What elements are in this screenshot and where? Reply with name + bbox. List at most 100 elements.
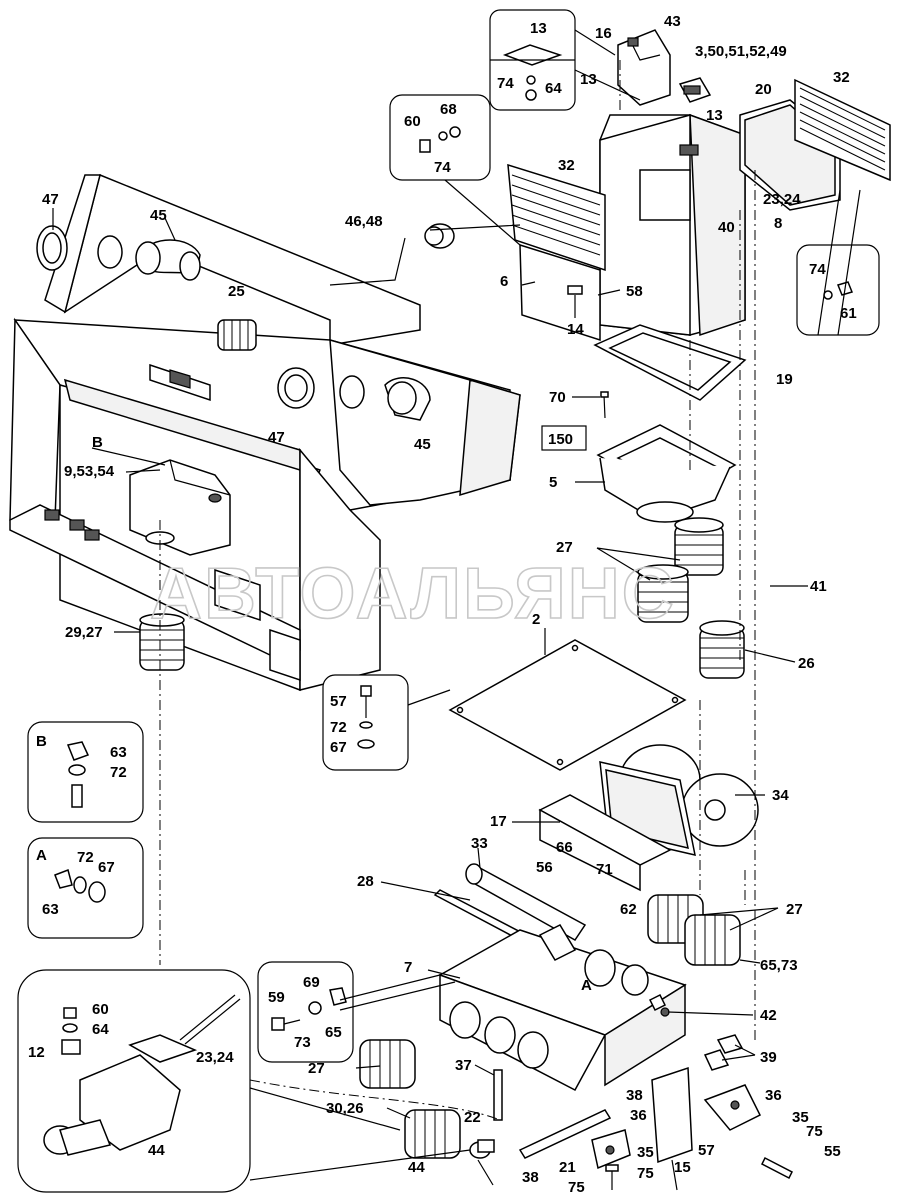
label-62: 62 — [620, 901, 637, 918]
label-68: 68 — [440, 101, 457, 118]
bolt-75 — [605, 1164, 619, 1190]
label-25: 25 — [228, 283, 245, 300]
clip-42 — [648, 993, 667, 1012]
label-41: 41 — [810, 578, 827, 595]
heater-core-33 — [465, 863, 587, 941]
label-34: 34 — [772, 787, 789, 804]
label-26: 26 — [798, 655, 815, 672]
label-a: A — [581, 977, 592, 994]
access-plate-6 — [519, 243, 601, 342]
duct-adapter-5 — [596, 424, 737, 523]
label-33: 33 — [471, 835, 488, 852]
label-5: 5 — [549, 474, 557, 491]
label-b: B — [92, 434, 103, 451]
label-59: 59 — [268, 989, 285, 1006]
label-14: 14 — [567, 321, 584, 338]
label-17: 17 — [490, 813, 507, 830]
label-38-b: 38 — [522, 1169, 539, 1186]
label-16: 16 — [595, 25, 612, 42]
label-73: 73 — [294, 1034, 311, 1051]
label-74-b: 74 — [434, 159, 451, 176]
label-36: 36 — [765, 1087, 782, 1104]
label-58: 58 — [626, 283, 643, 300]
bellows-26 — [699, 620, 745, 679]
label-12: 12 — [28, 1044, 45, 1061]
label-38: 38 — [626, 1087, 643, 1104]
label-75: 75 — [806, 1123, 823, 1140]
label-19: 19 — [776, 371, 793, 388]
detail-box-57-72-67 — [322, 674, 409, 771]
label-40: 40 — [718, 219, 735, 236]
label-63: 63 — [110, 744, 127, 761]
label-57: 57 — [330, 693, 347, 710]
label-32-b: 32 — [558, 157, 575, 174]
label-7: 7 — [404, 959, 412, 976]
label-b-detail: B — [36, 733, 47, 750]
control-lever-unit — [617, 29, 671, 106]
detail-box-a — [27, 837, 144, 939]
heater-box-7 — [438, 929, 687, 1092]
label-60: 60 — [404, 113, 421, 130]
label-45: 45 — [150, 207, 167, 224]
cab-frame — [9, 173, 521, 692]
label-8: 8 — [774, 215, 782, 232]
label-45-b: 45 — [414, 436, 431, 453]
label-9-53-54: 9,53,54 — [64, 463, 115, 480]
elbow-hose-45-side — [339, 375, 431, 421]
screw-70 — [600, 391, 609, 419]
cover-plate-2 — [448, 639, 687, 771]
detail-valve-44 — [17, 969, 251, 1193]
bellows-27-upper — [674, 517, 724, 576]
label-a-detail: A — [36, 847, 47, 864]
label-27: 27 — [556, 539, 573, 556]
bellows-30-26 — [404, 1109, 461, 1159]
detail-box-b — [27, 721, 144, 823]
rod-22 — [493, 1069, 503, 1121]
label-47-b: 47 — [268, 429, 285, 446]
valve-bracket-17 — [538, 924, 577, 961]
label-15: 15 — [674, 1159, 691, 1176]
label-27-b: 27 — [786, 901, 803, 918]
gasket-19 — [593, 324, 747, 401]
label-64: 64 — [545, 80, 562, 97]
label-21: 21 — [559, 1159, 576, 1176]
label-2: 2 — [532, 611, 540, 628]
label-3-50-51-52-49: 3,50,51,52,49 — [695, 43, 787, 60]
label-39: 39 — [760, 1049, 777, 1066]
label-35-b: 35 — [637, 1144, 654, 1161]
air-outlet-housing — [129, 459, 231, 556]
detail-box-59-69-73-65 — [257, 961, 354, 1063]
elbow-hose-45-top — [97, 235, 201, 281]
detail-box-60-68-74 — [389, 94, 491, 181]
label-61: 61 — [840, 305, 857, 322]
grille-32-left — [507, 163, 606, 272]
label-23-24: 23,24 — [763, 191, 801, 208]
bellows-25 — [217, 319, 257, 351]
label-72-c: 72 — [77, 849, 94, 866]
label-67-b: 67 — [98, 859, 115, 876]
bracket-17 — [538, 794, 672, 892]
label-43: 43 — [664, 13, 681, 30]
label-37: 37 — [455, 1057, 472, 1074]
fitting-44 — [469, 1139, 495, 1159]
pipe-39 — [703, 1034, 744, 1071]
bellows-27-left — [359, 1039, 416, 1089]
label-65-73: 65,73 — [760, 957, 798, 974]
detail-box-74-61 — [796, 244, 880, 336]
label-56: 56 — [536, 859, 553, 876]
label-leaders — [52, 208, 808, 1191]
label-44: 44 — [148, 1142, 165, 1159]
label-27-c: 27 — [308, 1060, 325, 1077]
label-29-27: 29,27 — [65, 624, 103, 641]
label-75-b: 75 — [637, 1165, 654, 1182]
watermark: АВТОАЛЬЯНС — [150, 554, 676, 634]
label-150: 150 — [548, 431, 573, 448]
valve-body-36-lower — [591, 1129, 631, 1170]
label-67: 67 — [330, 739, 347, 756]
label-28: 28 — [357, 873, 374, 890]
label-20: 20 — [755, 81, 772, 98]
label-46-48: 46,48 — [345, 213, 383, 230]
label-13-c: 13 — [706, 107, 723, 124]
label-22: 22 — [464, 1109, 481, 1126]
